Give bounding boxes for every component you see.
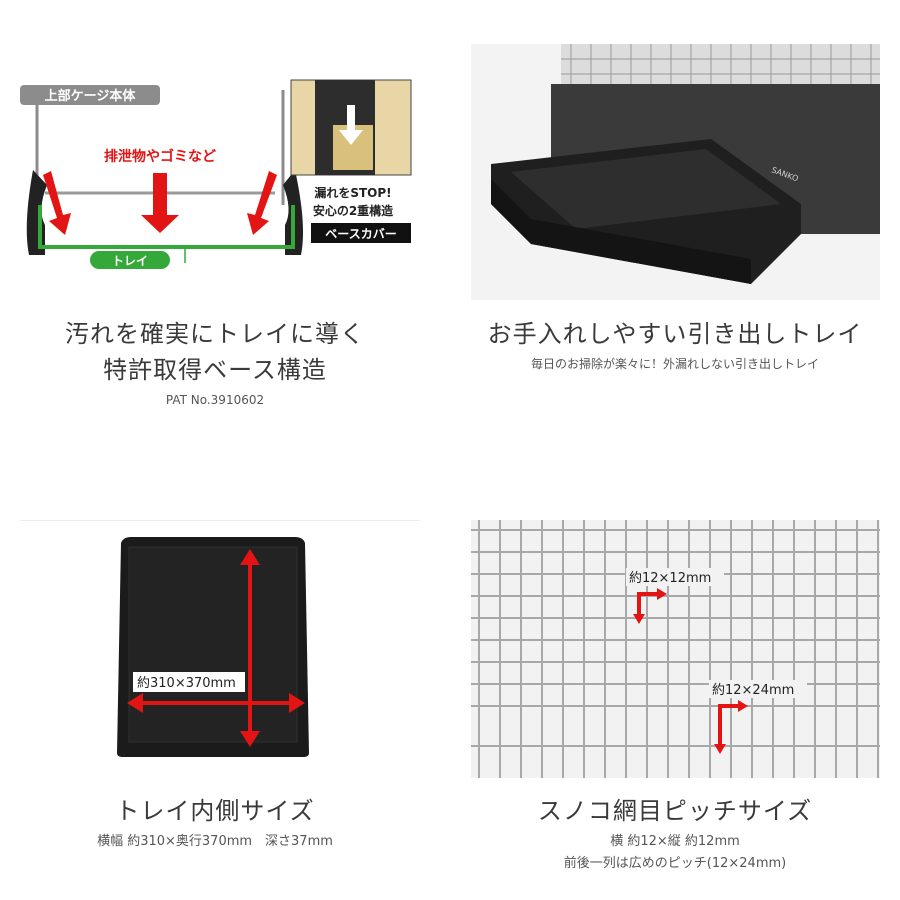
structure-caption: 汚れを確実にトレイに導く 特許取得ベース構造 PAT No.3910602: [0, 316, 430, 410]
grid-svg: 約12×12mm 約12×24mm: [471, 520, 880, 778]
base-cover-label: ベースカバー: [325, 227, 396, 241]
drawer-front: [491, 179, 751, 284]
drawer-tray-svg: SANKO: [491, 44, 880, 284]
tray-size-note: 横幅 約310×奥行370mm 深さ37mm: [97, 834, 333, 849]
pitch-arrow-1: [633, 588, 667, 624]
waste-flow-arrows: [43, 171, 277, 235]
patent-number: PAT No.3910602: [165, 393, 265, 407]
base-cover-left-profile: [26, 170, 47, 255]
right-red-arrow: [247, 171, 277, 235]
tray-size-photo: 約310×370mm: [115, 535, 310, 760]
bottom-left-divider: [20, 520, 420, 521]
drawer-interior: [511, 149, 781, 229]
structure-svg: 上部ケージ本体 トレイ 排泄物やゴミなど 漏れをSTOP! 安心の2重構造: [20, 79, 412, 269]
left-red-arrow: [43, 171, 71, 235]
drawer-subtitle: 毎日のお掃除が楽々に！外漏れしない引き出しトレイ: [530, 357, 819, 371]
pitch-label-2-box: [709, 680, 807, 698]
grid-pitch-note-line2: 前後一列は広めのピッチ(12×24mm): [563, 856, 787, 871]
pitch-label-2: 約12×24mm: [712, 683, 794, 698]
base-structure-diagram: 上部ケージ本体 トレイ 排泄物やゴミなど 漏れをSTOP! 安心の2重構造: [15, 75, 420, 270]
grid-pitch-photo: 約12×12mm 約12×24mm: [471, 520, 880, 778]
tray-inner: [128, 546, 298, 743]
width-arrow: [127, 693, 305, 713]
center-down-arrow: [141, 173, 179, 233]
tray-label-pill: [90, 251, 170, 269]
structure-title-line2: 特許取得ベース構造: [103, 356, 327, 384]
leak-label-line1: 漏れをSTOP!: [314, 185, 391, 200]
tray-outline: [38, 205, 295, 249]
drawer-caption: お手入れしやすい引き出しトレイ 毎日のお掃除が楽々に！外漏れしない引き出しトレイ: [460, 316, 890, 374]
mesh-grid: [471, 520, 880, 778]
pitch-label-1-box: [626, 568, 724, 586]
depth-arrow: [240, 549, 260, 747]
drawer-tray-photo: SANKO: [471, 44, 880, 300]
base-cover-label-box: [311, 223, 411, 243]
grid-pitch-title: スノコ網目ピッチサイズ: [537, 797, 813, 825]
waste-label: 排泄物やゴミなど: [104, 148, 216, 165]
leak-label-line2: 安心の2重構造: [313, 203, 394, 218]
tray-size-svg: 約310×370mm: [117, 537, 309, 757]
pitch-arrow-2: [714, 700, 748, 754]
upper-cage-label-box: [20, 85, 160, 105]
upper-cage-label: 上部ケージ本体: [45, 88, 137, 104]
tray-size-title: トレイ内側サイズ: [115, 797, 315, 825]
pitch-label-1: 約12×12mm: [629, 571, 711, 586]
grid-pitch-note-line1: 横 約12×縦 約12mm: [610, 834, 740, 849]
tray-size-label-box: [133, 672, 245, 692]
tray-size-label: 約310×370mm: [137, 676, 236, 691]
zoom-inset-arrow: [339, 105, 363, 145]
tray-size-caption: トレイ内側サイズ 横幅 約310×奥行370mm 深さ37mm: [0, 793, 430, 853]
structure-title-line1: 汚れを確実にトレイに導く: [65, 320, 365, 348]
drawer-title: お手入れしやすい引き出しトレイ: [487, 320, 863, 348]
tray-label: トレイ: [112, 254, 148, 268]
grid-pitch-caption: スノコ網目ピッチサイズ 横 約12×縦 約12mm 前後一列は広めのピッチ(12…: [460, 793, 890, 875]
